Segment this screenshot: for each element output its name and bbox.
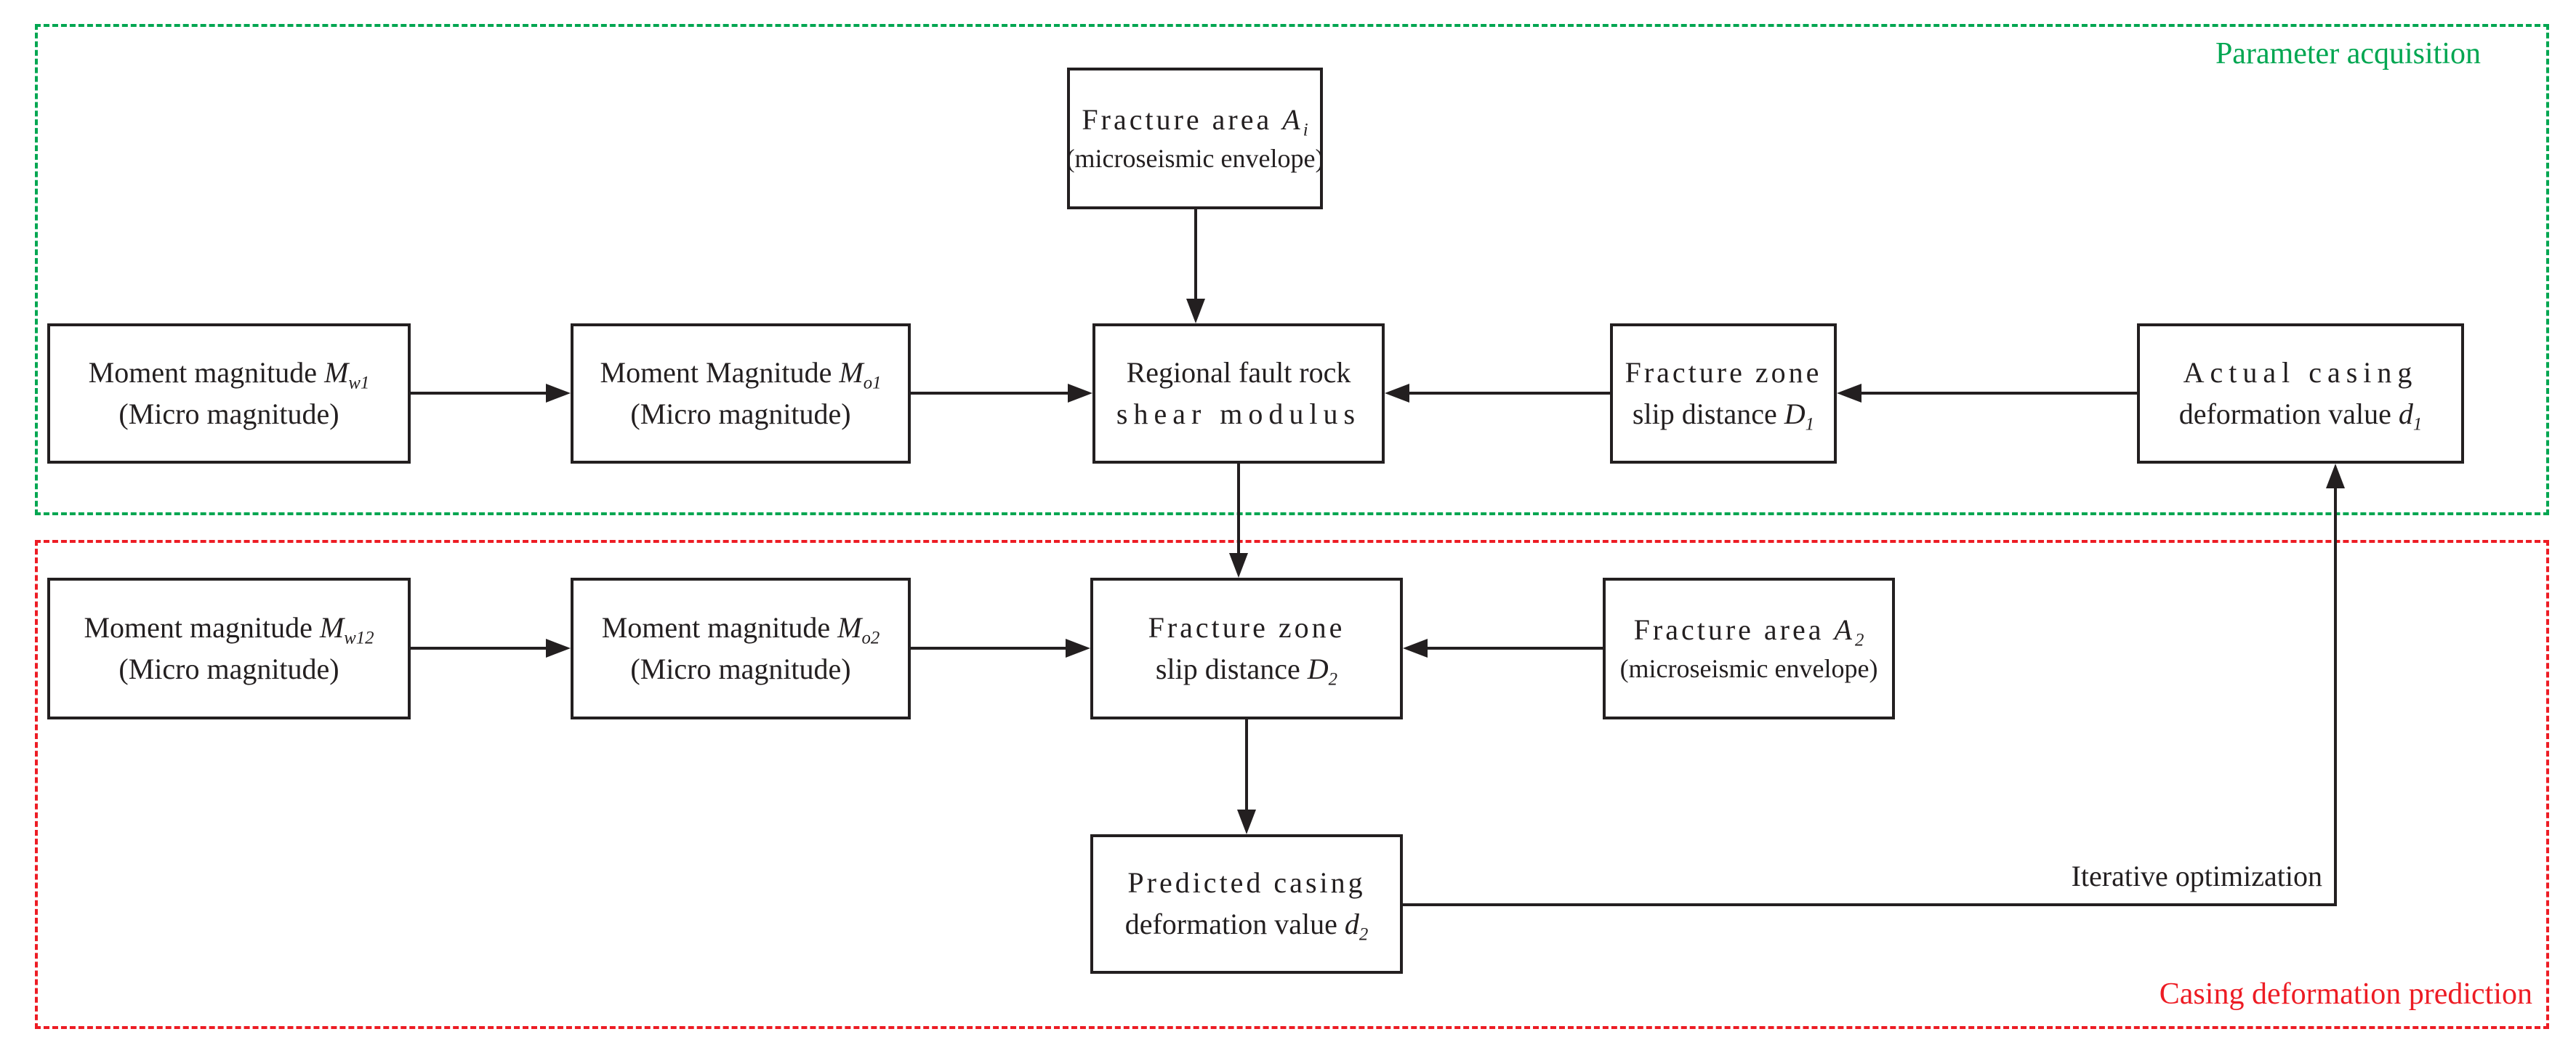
connector-mo2-to-fracture-zone-d2 [911, 647, 1067, 650]
box-text-line: Moment magnitude Mw1 [89, 352, 370, 394]
box-fracture-area-a2: Fracture area A2 (microseismic envelope) [1603, 578, 1895, 719]
box-fracture-zone-slip-distance-d1: Fracture zone slip distance D1 [1610, 323, 1837, 464]
box-text: slip distance [1632, 397, 1784, 430]
arrowhead-right [1066, 639, 1090, 658]
box-text-line: slip distance D1 [1633, 394, 1814, 435]
box-text-line: (Micro magnitude) [630, 652, 851, 685]
box-moment-magnitude-mo1: Moment Magnitude Mo1 (Micro magnitude) [571, 323, 911, 464]
box-text-line: deformation value d1 [2179, 394, 2423, 435]
arrowhead-right [546, 639, 571, 658]
box-moment-magnitude-mw1: Moment magnitude Mw1 (Micro magnitude) [47, 323, 411, 464]
box-text: Fracture area [1082, 102, 1283, 136]
casing-deformation-prediction-label: Casing deformation prediction [2159, 977, 2532, 1011]
arrowhead-left [1385, 384, 1409, 403]
casing-deformation-prediction-region [35, 540, 2549, 1029]
variable: M [324, 355, 349, 389]
box-text: Moment Magnitude [600, 355, 840, 389]
variable: D [1784, 397, 1806, 430]
connector-d2-to-predicted-casing [1245, 719, 1248, 810]
connector-mo1-to-shear-modulus [911, 392, 1069, 395]
box-text-line: Moment magnitude Mo2 [602, 608, 880, 649]
box-text-line: (Micro magnitude) [118, 397, 339, 430]
variable: M [319, 610, 345, 644]
variable: D [1307, 652, 1329, 685]
variable: M [837, 610, 862, 644]
parameter-acquisition-label: Parameter acquisition [2215, 37, 2481, 70]
box-text-line: Fracture area A2 [1634, 610, 1864, 651]
box-moment-magnitude-mw12: Moment magnitude Mw12 (Micro magnitude) [47, 578, 411, 719]
connector-a2-to-fracture-zone-d2 [1428, 647, 1603, 650]
box-actual-casing-deformation-d1: Actual casing deformation value d1 [2137, 323, 2464, 464]
box-text-line: (microseismic envelope) [1066, 144, 1324, 174]
connector-d1-to-shear-modulus [1409, 392, 1610, 395]
subscript: i [1303, 120, 1308, 140]
box-text-line: Fracture zone [1625, 355, 1822, 389]
box-regional-fault-rock-shear-modulus: Regional fault rock shear modulus [1092, 323, 1385, 464]
connector-shear-modulus-to-d2 [1237, 464, 1240, 554]
box-predicted-casing-deformation-d2: Predicted casing deformation value d2 [1090, 834, 1403, 974]
arrowhead-right [546, 384, 571, 403]
box-text-line: (microseismic envelope) [1619, 654, 1878, 684]
box-text-line: Predicted casing [1127, 866, 1366, 900]
box-text-line: deformation value d2 [1125, 904, 1369, 945]
variable: d [2398, 397, 2413, 430]
variable: A [1282, 102, 1303, 136]
parameter-acquisition-region [35, 24, 2549, 515]
box-text: slip distance [1155, 652, 1308, 685]
box-text-line: Fracture area Ai [1082, 100, 1308, 141]
variable: M [839, 355, 864, 389]
subscript: o1 [863, 373, 882, 393]
box-text: deformation value [1124, 908, 1345, 940]
box-fracture-area-a1: Fracture area Ai (microseismic envelope) [1066, 68, 1324, 209]
box-text-line: Regional fault rock [1126, 355, 1351, 389]
box-text: deformation value [2178, 397, 2399, 430]
subscript: 1 [2412, 414, 2423, 435]
connector-mw1-to-mo1 [411, 392, 547, 395]
box-moment-magnitude-mo2: Moment magnitude Mo2 (Micro magnitude) [571, 578, 911, 719]
subscript: w12 [344, 628, 374, 648]
arrowhead-right [1068, 384, 1092, 403]
box-text-line: slip distance D2 [1156, 649, 1337, 690]
box-text-line: (Micro magnitude) [630, 397, 851, 430]
connector-ai-to-shear-modulus [1194, 209, 1197, 300]
box-text: Moment magnitude [84, 610, 320, 644]
subscript: w1 [348, 373, 370, 393]
box-text: Moment magnitude [88, 355, 325, 389]
variable: d [1344, 908, 1359, 940]
subscript: o2 [861, 628, 880, 648]
arrowhead-down [1186, 299, 1205, 323]
arrowhead-left [1403, 639, 1428, 658]
box-text-line: Actual casing [2183, 355, 2418, 389]
connector-iterative-vertical [2334, 487, 2337, 906]
arrowhead-left [1837, 384, 1861, 403]
variable: A [1834, 613, 1855, 646]
box-fracture-zone-slip-distance-d2: Fracture zone slip distance D2 [1090, 578, 1403, 719]
box-text: Fracture area [1633, 613, 1835, 646]
connector-iterative-horizontal [1403, 903, 2337, 906]
subscript: 2 [1359, 924, 1369, 945]
box-text-line: Moment magnitude Mw12 [84, 608, 374, 649]
box-text-line: (Micro magnitude) [118, 652, 339, 685]
arrowhead-down [1229, 553, 1248, 578]
connector-mw12-to-mo2 [411, 647, 547, 650]
arrowhead-up [2326, 464, 2345, 488]
box-text-line: shear modulus [1116, 397, 1361, 430]
subscript: 2 [1854, 630, 1864, 650]
iterative-optimization-label: Iterative optimization [2071, 860, 2322, 892]
box-text-line: Fracture zone [1148, 610, 1345, 644]
box-text-line: Moment Magnitude Mo1 [600, 352, 882, 394]
box-text: Moment magnitude [601, 610, 838, 644]
connector-actual-d1-to-fracture-zone-d1 [1861, 392, 2137, 395]
subscript: 1 [1805, 414, 1815, 435]
subscript: 2 [1328, 669, 1338, 690]
arrowhead-down [1237, 810, 1256, 834]
